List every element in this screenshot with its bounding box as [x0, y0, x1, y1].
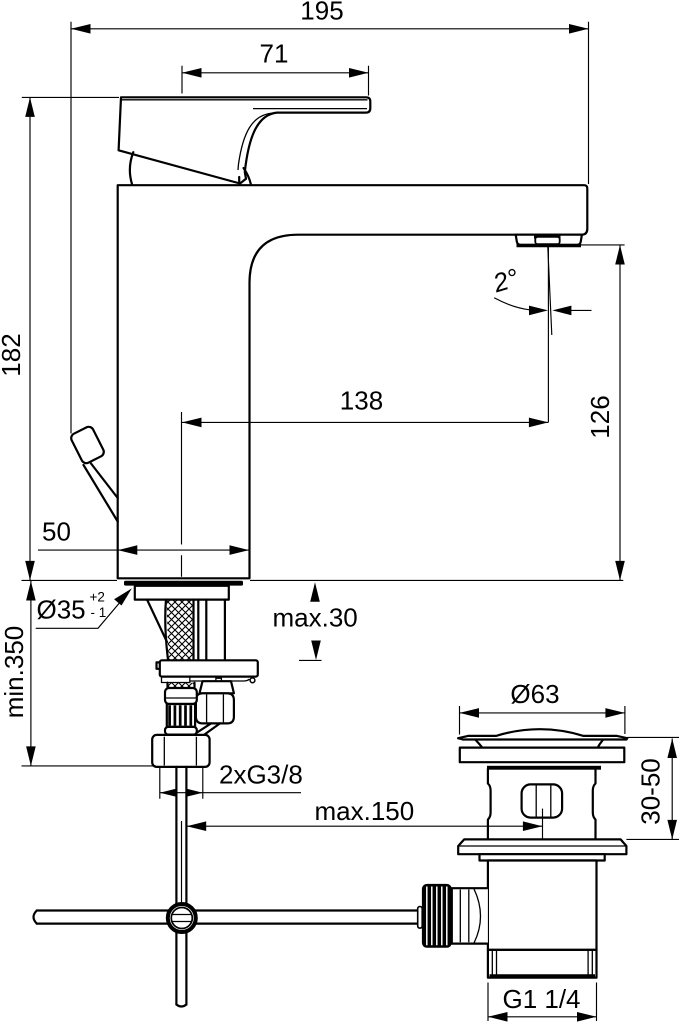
- svg-text:138: 138: [340, 386, 383, 416]
- svg-text:30-50: 30-50: [636, 758, 666, 825]
- svg-text:min.350: min.350: [0, 626, 29, 719]
- svg-text:71: 71: [260, 39, 289, 69]
- svg-text:182: 182: [0, 333, 26, 376]
- svg-text:50: 50: [42, 516, 71, 546]
- svg-text:+2: +2: [90, 590, 105, 605]
- svg-text:195: 195: [300, 0, 343, 26]
- svg-text:max.30: max.30: [273, 603, 358, 633]
- svg-text:- 1: - 1: [91, 605, 107, 620]
- svg-text:Ø35: Ø35: [37, 595, 86, 625]
- svg-text:max.150: max.150: [315, 796, 415, 826]
- svg-text:2xG3/8: 2xG3/8: [219, 760, 303, 790]
- svg-text:G1 1/4: G1 1/4: [502, 984, 580, 1014]
- svg-text:126: 126: [585, 395, 615, 438]
- svg-text:Ø63: Ø63: [510, 679, 559, 709]
